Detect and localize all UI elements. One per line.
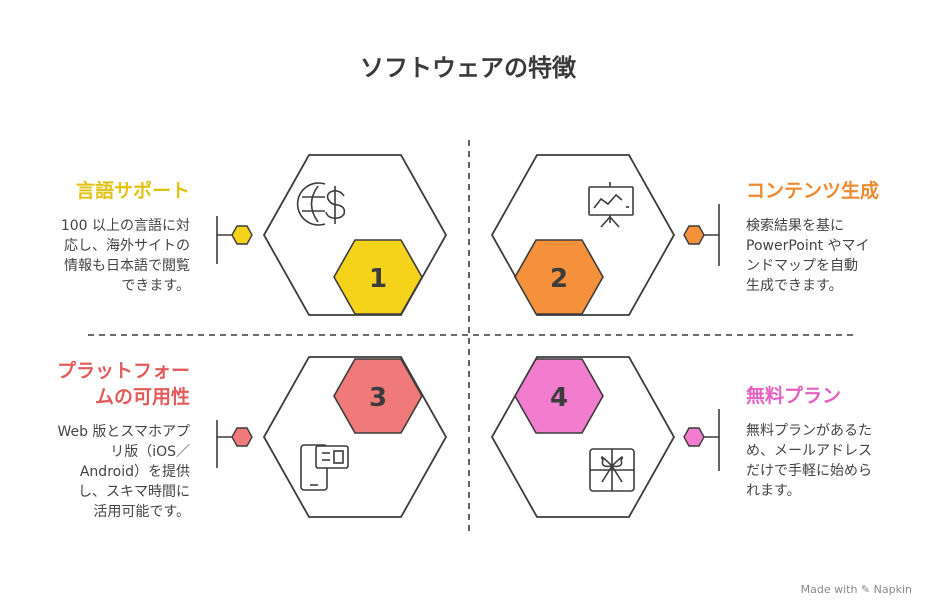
made-with-napkin-footer[interactable]: Made with ✎ Napkin (800, 583, 912, 596)
feature-3-desc-line: 活用可能です。 (93, 504, 190, 520)
feature-3-number: 3 (369, 383, 387, 413)
feature-4-number: 4 (550, 383, 568, 413)
feature-4: 4 (490, 356, 720, 518)
feature-4-number-hexagon (514, 358, 604, 434)
feature-1-desc-line: 100 以上の言語に対 (60, 218, 190, 234)
feature-2: 2 (490, 154, 720, 316)
feature-4-desc-line: だけで手軽に始めら (746, 463, 872, 479)
feature-1-number-hexagon (333, 239, 423, 315)
feature-1: 1 (216, 154, 448, 316)
feature-3-desc-line: Android）を提供 (79, 464, 190, 480)
feature-3-description: Web 版とスマホアプ リ版（iOS／ Android）を提供 し、スキマ時間に… (20, 422, 190, 522)
feature-2-desc-line: 検索結果を基に (746, 218, 844, 234)
feature-4-description: 無料プランがあるた め、メールアドレス だけで手軽に始めら れます。 (746, 421, 916, 501)
diagram-title: ソフトウェアの特徴 (360, 54, 576, 82)
feature-1-number: 1 (369, 264, 387, 294)
feature-2-heading-line: コンテンツ生成 (746, 180, 880, 202)
feature-3-number-hexagon (333, 358, 423, 434)
feature-2-desc-line: 生成できます。 (746, 278, 843, 294)
globe-currency-icon (296, 182, 346, 226)
feature-2-desc-line: ンドマップを自動 (746, 258, 858, 274)
feature-1-desc-line: 応し、海外サイトの (64, 238, 190, 254)
feature-2-number-hexagon (514, 239, 604, 315)
feature-3: 3 (216, 356, 448, 518)
feature-2-heading: コンテンツ生成 (746, 178, 916, 204)
feature-4-desc-line: 無料プランがあるた (746, 423, 872, 439)
presentation-chart-icon (588, 182, 634, 228)
feature-4-heading-line: 無料プラン (746, 385, 842, 407)
feature-1-desc-line: できます。 (121, 278, 190, 294)
feature-2-number: 2 (550, 264, 568, 294)
feature-3-desc-line: し、スキマ時間に (78, 484, 190, 500)
feature-3-heading-line: ムの可用性 (94, 386, 190, 408)
feature-4-desc-line: れます。 (746, 483, 801, 499)
gift-icon (589, 448, 635, 492)
feature-4-heading: 無料プラン (746, 383, 916, 409)
feature-4-marker (683, 427, 705, 447)
feature-1-heading-line: 言語サポート (75, 180, 190, 202)
feature-3-desc-line: リ版（iOS／ (110, 444, 190, 460)
feature-1-marker (231, 225, 253, 245)
feature-2-desc-line: PowerPoint やマイ (746, 238, 870, 254)
feature-1-heading: 言語サポート (20, 178, 190, 204)
feature-3-desc-line: Web 版とスマホアプ (57, 424, 190, 440)
devices-icon (300, 444, 349, 491)
feature-1-desc-line: 情報も日本語で閲覧 (64, 258, 190, 274)
feature-4-desc-line: め、メールアドレス (746, 443, 872, 459)
feature-3-heading: プラットフォー ムの可用性 (20, 358, 190, 410)
feature-3-marker (231, 427, 253, 447)
feature-1-description: 100 以上の言語に対 応し、海外サイトの 情報も日本語で閲覧 できます。 (20, 216, 190, 296)
feature-2-marker (683, 225, 705, 245)
feature-3-heading-line: プラットフォー (56, 360, 190, 382)
feature-2-description: 検索結果を基に PowerPoint やマイ ンドマップを自動 生成できます。 (746, 216, 916, 296)
